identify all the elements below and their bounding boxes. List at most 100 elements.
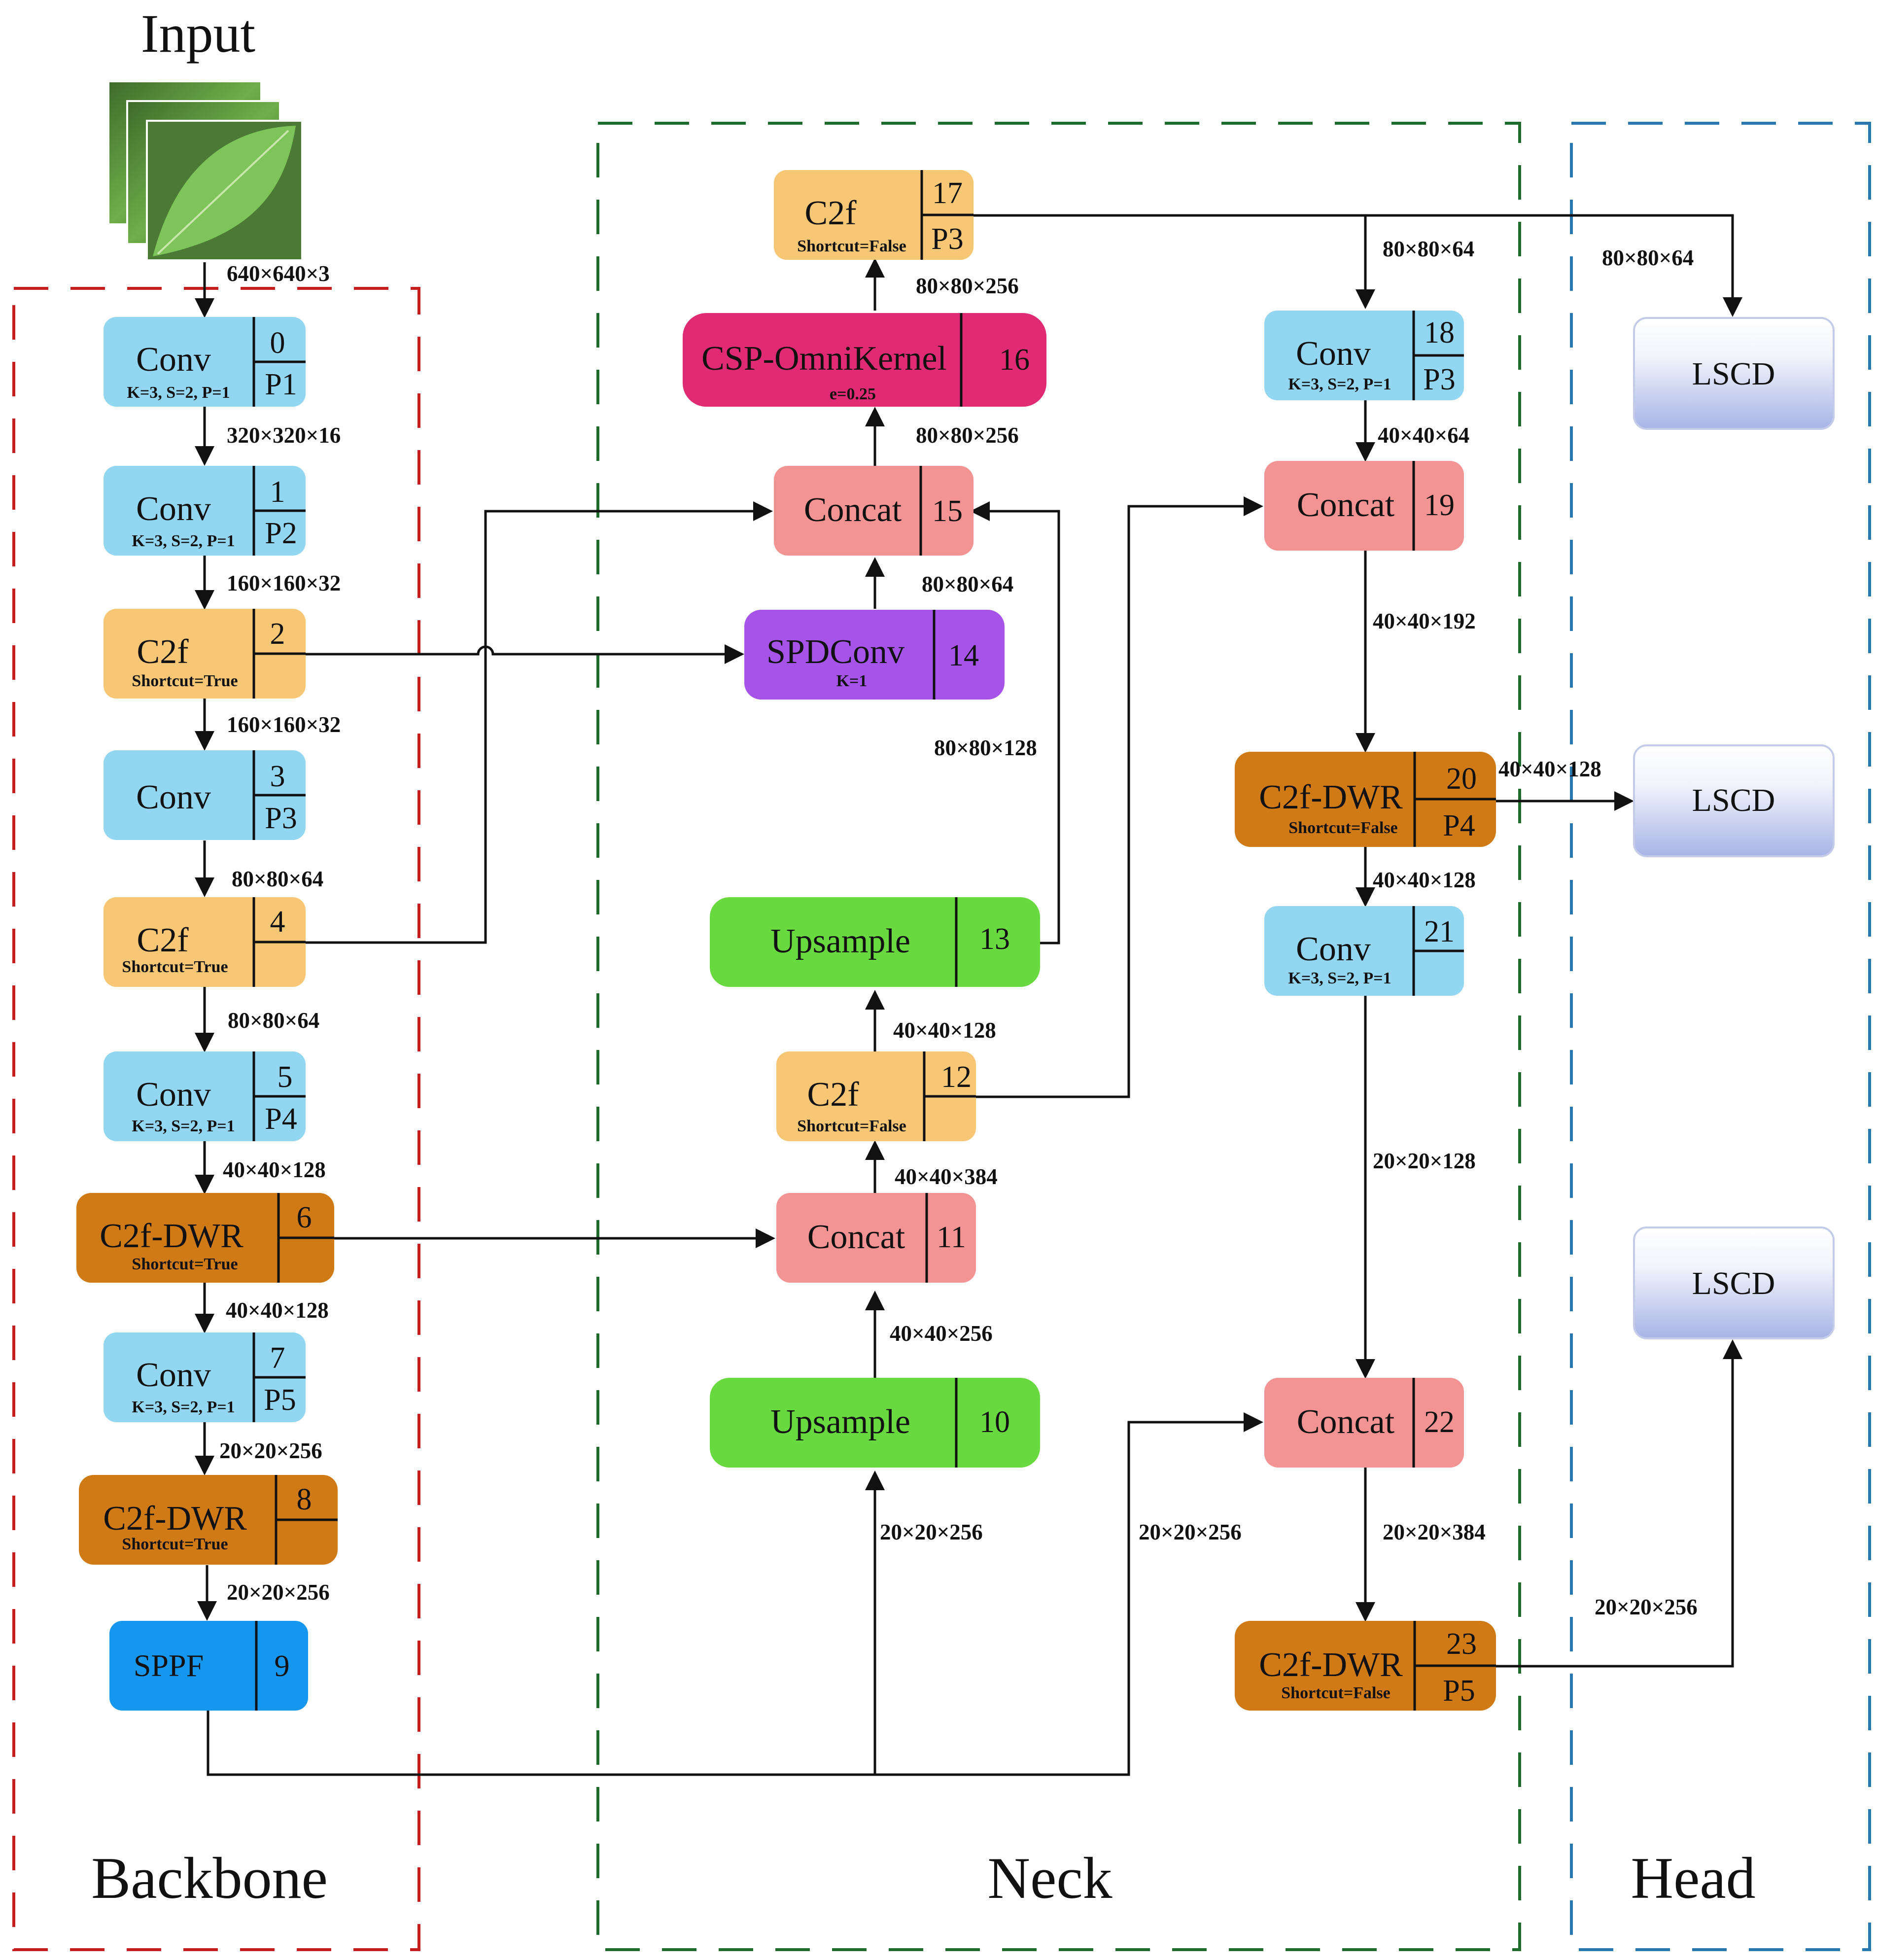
dim-2-3: 160×160×32 (227, 712, 341, 737)
input-image-stack (107, 80, 303, 261)
lscd-mid: LSCD (1633, 744, 1835, 857)
block-13-index: 13 (979, 922, 1010, 956)
lscd-bottom-label: LSCD (1692, 1265, 1775, 1301)
block-1-level: P2 (265, 517, 297, 550)
block-9-index: 9 (275, 1649, 290, 1683)
block-11-name: Concat (807, 1218, 905, 1256)
block-4-c2f: C2f Shortcut=True 4 (104, 897, 306, 987)
block-14-name: SPDConv (766, 633, 904, 671)
block-16-sub: e=0.25 (830, 385, 876, 403)
lscd-top-label: LSCD (1692, 356, 1775, 392)
block-4-index: 4 (270, 905, 285, 939)
dim-12-13: 40×40×128 (893, 1018, 996, 1043)
dim-17-head: 80×80×64 (1602, 245, 1694, 270)
block-18-conv: Conv K=3, S=2, P=1 18 P3 (1264, 311, 1464, 400)
block-1-name: Conv (136, 490, 211, 528)
block-12-name: C2f (807, 1076, 860, 1114)
dim-18-19: 40×40×64 (1378, 423, 1469, 448)
dim-5-6: 40×40×128 (223, 1157, 326, 1182)
block-22-name: Concat (1297, 1403, 1395, 1441)
block-22-concat: Concat 22 (1264, 1378, 1464, 1468)
block-8-sub: Shortcut=True (122, 1535, 228, 1553)
block-9-sppf: SPPF 9 (109, 1621, 308, 1711)
block-23-name: C2f-DWR (1259, 1646, 1403, 1684)
block-15-index: 15 (932, 494, 963, 528)
block-0-level: P1 (265, 368, 297, 401)
dim-3-4: 80×80×64 (232, 867, 323, 891)
block-12-c2f: C2f Shortcut=False 12 (776, 1051, 976, 1141)
block-10-index: 10 (979, 1405, 1010, 1439)
block-21-name: Conv (1296, 930, 1371, 968)
block-19-name: Concat (1297, 486, 1395, 524)
block-2-name: C2f (137, 633, 189, 671)
block-7-conv: Conv K=3, S=2, P=1 7 P5 (104, 1332, 306, 1422)
dim-22-23: 20×20×384 (1383, 1520, 1486, 1544)
block-20-level: P4 (1443, 809, 1475, 842)
block-18-index: 18 (1424, 316, 1455, 350)
block-5-level: P4 (265, 1102, 297, 1136)
dim-8-9: 20×20×256 (227, 1580, 330, 1605)
dim-11-12: 40×40×384 (895, 1164, 998, 1189)
block-0-name: Conv (136, 341, 211, 379)
dim-13-15: 80×80×128 (934, 735, 1037, 760)
dim-17-18: 80×80×64 (1383, 237, 1474, 261)
block-14-spdconv: SPDConv K=1 14 (744, 610, 1005, 700)
block-17-c2f: C2f Shortcut=False 17 P3 (774, 170, 973, 260)
dim-19-20: 40×40×192 (1373, 609, 1476, 633)
block-17-sub: Shortcut=False (797, 237, 906, 255)
block-9-name: SPPF (134, 1648, 204, 1683)
block-5-name: Conv (136, 1076, 211, 1114)
block-6-index: 6 (297, 1201, 312, 1234)
block-7-sub: K=3, S=2, P=1 (132, 1398, 235, 1416)
block-3-name: Conv (136, 778, 211, 816)
block-6-c2f-dwr: C2f-DWR Shortcut=True 6 (76, 1193, 334, 1283)
block-20-c2f-dwr: C2f-DWR Shortcut=False 20 P4 (1235, 752, 1496, 847)
block-4-name: C2f (137, 921, 189, 959)
neck-label: Neck (987, 1845, 1112, 1911)
edges (195, 214, 1742, 1776)
block-13-name: Upsample (770, 922, 910, 960)
block-17-level: P3 (931, 222, 963, 256)
block-20-name: C2f-DWR (1259, 778, 1403, 816)
dim-9-10: 20×20×256 (880, 1520, 983, 1544)
lscd-mid-label: LSCD (1692, 782, 1775, 818)
block-11-concat: Concat 11 (776, 1193, 976, 1283)
block-18-level: P3 (1423, 363, 1455, 396)
block-1-index: 1 (270, 475, 285, 509)
block-10-upsample: Upsample 10 (710, 1378, 1040, 1468)
dim-23-head: 20×20×256 (1595, 1595, 1698, 1619)
backbone-region (12, 287, 420, 1951)
dim-1-2: 160×160×32 (227, 571, 341, 595)
dim-4-5: 80×80×64 (228, 1008, 319, 1033)
block-5-index: 5 (278, 1060, 293, 1094)
block-11-index: 11 (937, 1221, 966, 1254)
block-23-index: 23 (1446, 1627, 1477, 1661)
block-20-sub: Shortcut=False (1288, 819, 1397, 837)
block-2-c2f: C2f Shortcut=True 2 (104, 609, 306, 699)
neck-region (596, 122, 1521, 1951)
dim-15-16: 80×80×256 (916, 423, 1019, 448)
lscd-bottom: LSCD (1633, 1226, 1835, 1339)
block-1-sub: K=3, S=2, P=1 (132, 532, 235, 550)
block-19-index: 19 (1424, 489, 1455, 522)
block-16-name: CSP-OmniKernel (701, 340, 947, 378)
block-0-sub: K=3, S=2, P=1 (127, 384, 230, 402)
dimension-labels: 320×320×16 160×160×32 160×160×32 80×80×6… (219, 237, 1698, 1619)
block-3-level: P3 (265, 802, 297, 835)
block-15-concat: Concat 15 (774, 466, 973, 556)
dim-6-7: 40×40×128 (226, 1298, 329, 1323)
block-17-index: 17 (932, 176, 963, 210)
block-3-conv: Conv 3 P3 (104, 750, 306, 840)
dim-7-8: 20×20×256 (219, 1438, 322, 1463)
dim-9-22: 20×20×256 (1139, 1520, 1242, 1544)
block-20-index: 20 (1446, 762, 1477, 796)
input-shape: 640×640×3 (227, 261, 330, 286)
dim-0-1: 320×320×16 (227, 423, 341, 448)
block-21-index: 21 (1424, 915, 1455, 948)
block-23-c2f-dwr: C2f-DWR Shortcut=False 23 P5 (1235, 1621, 1496, 1711)
block-8-index: 8 (297, 1483, 312, 1516)
block-15-name: Concat (804, 491, 902, 529)
block-1-conv: Conv K=3, S=2, P=1 1 P2 (104, 466, 306, 556)
block-0-conv: Conv K=3, S=2, P=1 0 P1 (104, 317, 306, 407)
block-7-index: 7 (270, 1341, 285, 1375)
